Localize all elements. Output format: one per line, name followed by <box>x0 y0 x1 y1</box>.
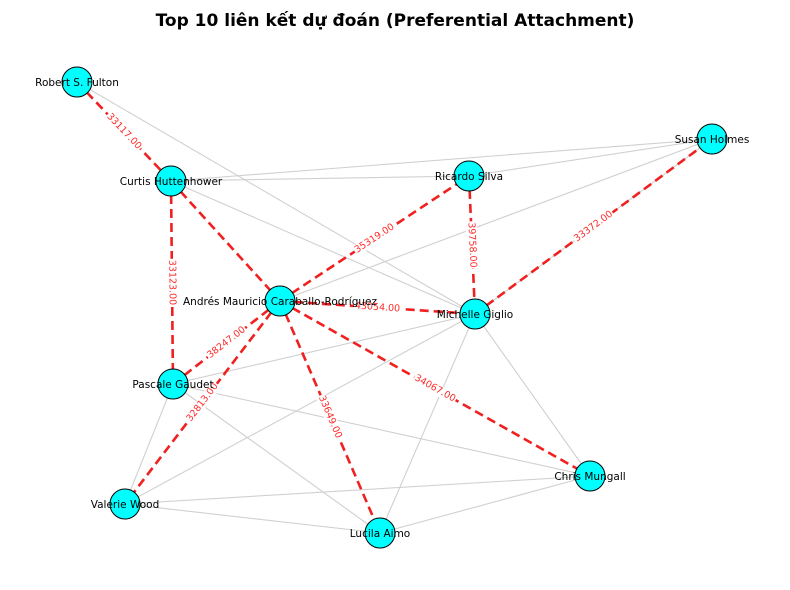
node-circle <box>109 488 141 520</box>
predicted-edge-label: 34067.00 <box>413 373 458 405</box>
node-label: Michelle Giglio <box>437 309 513 321</box>
node-label: Chris Mungall <box>554 471 625 483</box>
edge-lucila-chris <box>379 475 591 534</box>
node-label: Ricardo Silva <box>435 171 503 183</box>
predicted-edge-label-bg <box>315 393 345 441</box>
edge-pascale-lucila <box>172 383 381 534</box>
node-pascale[interactable]: Pascale Gaudet <box>132 368 214 400</box>
node-label: Andrés Mauricio Caraballo-Rodríguez <box>183 296 377 308</box>
edge-michelle-lucila <box>379 313 476 534</box>
predicted-edge-label: 39758.00 <box>466 222 479 268</box>
node-label: Robert S. Fulton <box>35 77 119 89</box>
node-label: Susan Holmes <box>675 134 750 146</box>
node-susan[interactable]: Susan Holmes <box>675 123 750 155</box>
edge-pascale-michelle <box>172 313 476 385</box>
predicted-edge-label-bg <box>411 372 459 405</box>
predicted-edge-label-bg <box>353 300 402 315</box>
node-circle <box>155 165 187 197</box>
node-label: Curtis Huttenhower <box>120 176 223 188</box>
node-andres[interactable]: Andrés Mauricio Caraballo-Rodríguez <box>183 285 377 317</box>
edge-ricardo-susan <box>468 138 713 177</box>
predicted-edge-andres-chris <box>279 299 591 478</box>
node-label: Pascale Gaudet <box>132 379 213 391</box>
predicted-edge-label-bg <box>571 208 616 245</box>
chart-title: Top 10 liên kết dự đoán (Preferential At… <box>156 10 635 31</box>
predicted-edge-label: 43054.00 <box>355 301 401 315</box>
node-circle <box>364 517 396 549</box>
node-ricardo[interactable]: Ricardo Silva <box>435 160 503 192</box>
predicted-edge-label-bg <box>465 221 479 269</box>
edge-curtis-ricardo <box>170 175 470 182</box>
predicted-edge-label-bg <box>351 220 398 257</box>
predicted-edge-label-bg <box>166 258 178 307</box>
edge-pascale-chris <box>172 383 591 477</box>
edge-robert-michelle <box>76 81 476 315</box>
node-label: Valerie Wood <box>91 499 160 511</box>
edge-michelle-chris <box>474 313 591 477</box>
node-circle <box>264 285 296 317</box>
node-robert[interactable]: Robert S. Fulton <box>35 66 119 98</box>
predicted-edge-ricardo-michelle <box>467 175 477 315</box>
predicted-edge-label: 38247.00 <box>205 324 248 360</box>
edge-andres-susan <box>279 138 713 302</box>
node-michelle[interactable]: Michelle Giglio <box>437 298 513 330</box>
edges-layer <box>76 81 713 534</box>
predicted-edge-label-bg <box>204 323 249 362</box>
edge-valerie-michelle <box>124 313 476 505</box>
node-circle <box>696 123 728 155</box>
predicted-edge-label-bg <box>183 380 222 425</box>
node-circle <box>574 460 606 492</box>
node-valerie[interactable]: Valerie Wood <box>91 488 160 520</box>
edge-valerie-lucila <box>124 503 381 534</box>
predicted-edge-andres-michelle <box>279 299 476 316</box>
edge-curtis-susan <box>170 138 713 182</box>
edge-curtis-michelle <box>170 180 476 315</box>
node-circle <box>453 160 485 192</box>
predicted-edge-andres-pascale <box>172 299 281 386</box>
node-label: Lucila Aimo <box>350 528 410 540</box>
edge-pascale-valerie <box>124 383 174 505</box>
node-circle <box>459 298 491 330</box>
predicted-edge-robert-curtis <box>76 81 172 182</box>
predicted-edge-label: 33372.00 <box>572 209 615 245</box>
node-lucila[interactable]: Lucila Aimo <box>350 517 410 549</box>
edge-valerie-chris <box>124 475 591 505</box>
node-chris[interactable]: Chris Mungall <box>554 460 626 492</box>
predicted-edge-curtis-andres <box>170 180 281 302</box>
node-circle <box>157 368 189 400</box>
predicted-edge-label-bg <box>103 110 145 153</box>
predicted-edge-label: 35319.00 <box>353 221 397 255</box>
predicted-edge-label: 33123.00 <box>166 260 177 305</box>
node-curtis[interactable]: Curtis Huttenhower <box>120 165 223 197</box>
node-circle <box>61 66 93 98</box>
